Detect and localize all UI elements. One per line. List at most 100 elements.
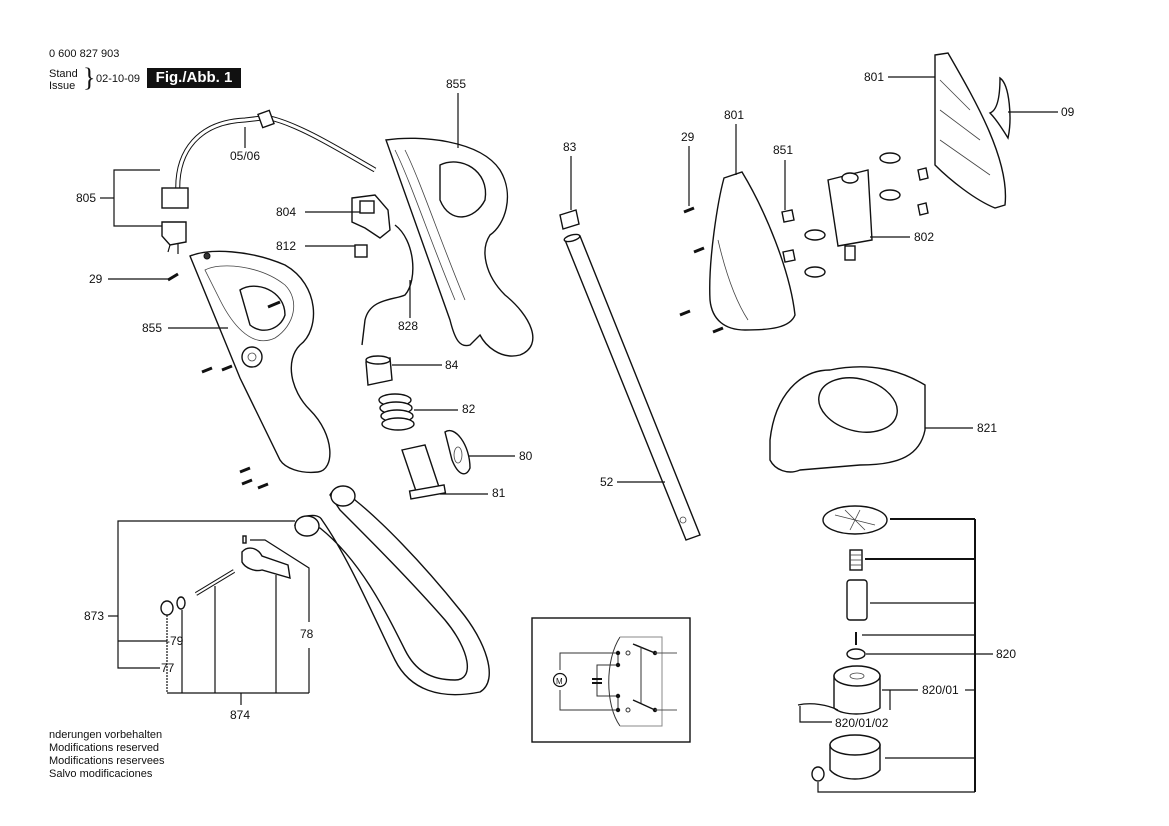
label-855-left: 855 — [142, 321, 228, 335]
tube-52[interactable] — [563, 233, 701, 541]
auxiliary-handle-78[interactable] — [293, 485, 490, 696]
button-80[interactable] — [444, 429, 471, 475]
bolt-874[interactable] — [194, 569, 236, 596]
svg-text:52: 52 — [600, 475, 614, 489]
svg-text:873: 873 — [84, 609, 104, 623]
svg-text:801: 801 — [864, 70, 884, 84]
label-820-01: 820/01 — [922, 683, 959, 697]
spool-sleeve[interactable] — [846, 579, 868, 621]
svg-text:77: 77 — [161, 661, 175, 675]
svg-text:-79: -79 — [166, 634, 184, 648]
svg-text:84: 84 — [445, 358, 459, 372]
svg-text:821: 821 — [977, 421, 997, 435]
label-851: 851 — [773, 143, 793, 210]
label-83: 83 — [563, 140, 577, 210]
deflector-09[interactable] — [988, 76, 1011, 140]
svg-text:812: 812 — [276, 239, 296, 253]
label-828: 828 — [398, 280, 418, 333]
modifications-notice: nderungen vorbehalten Modifications rese… — [49, 729, 165, 781]
notice-line-es: Salvo modificaciones — [49, 768, 153, 780]
nut-77[interactable] — [160, 600, 174, 616]
label-812: 812 — [276, 239, 355, 253]
spool-bolt[interactable] — [846, 632, 866, 660]
svg-text:82: 82 — [462, 402, 476, 416]
label-855-top: 855 — [446, 77, 466, 148]
spool-820-01[interactable] — [797, 665, 881, 715]
svg-text:820/01: 820/01 — [922, 683, 959, 697]
switch-part[interactable] — [351, 194, 414, 346]
housing-half-right[interactable] — [385, 137, 534, 357]
label-820: 820 — [996, 647, 1016, 661]
label-79: -79 — [166, 634, 184, 648]
label-82: 82 — [414, 402, 476, 416]
brace-symbol: } — [83, 63, 96, 92]
svg-text:83: 83 — [563, 140, 577, 154]
label-81: 81 — [440, 486, 506, 500]
label-821: 821 — [925, 421, 997, 435]
clamp-lever[interactable] — [241, 535, 291, 579]
wiring-schematic — [531, 617, 691, 743]
stand-issue-label: Stand Issue — [49, 68, 78, 92]
svg-text:81: 81 — [492, 486, 506, 500]
label-805: 805 — [76, 169, 162, 227]
motor-housing-shell-801[interactable] — [709, 171, 796, 331]
motor-symbol-label: M — [556, 677, 563, 686]
svg-text:874: 874 — [230, 708, 250, 722]
svg-text:855: 855 — [446, 77, 466, 91]
notice-line-fr: Modifications reservees — [49, 755, 165, 767]
svg-text:29: 29 — [681, 130, 695, 144]
label-801-right: 801 — [864, 70, 935, 84]
label-820-01-02: 820/01/02 — [835, 716, 889, 730]
spool-plate[interactable] — [822, 505, 888, 535]
label-84: 84 — [392, 358, 459, 372]
label-874: 874 — [230, 708, 250, 722]
spool-knob[interactable] — [811, 766, 825, 782]
housing-half-left[interactable] — [189, 250, 331, 474]
label-801-left: 801 — [724, 108, 744, 175]
svg-text:820: 820 — [996, 647, 1016, 661]
svg-text:851: 851 — [773, 143, 793, 157]
washer-79[interactable] — [176, 596, 186, 610]
svg-text:09: 09 — [1061, 105, 1075, 119]
svg-text:802: 802 — [914, 230, 934, 244]
svg-text:78: 78 — [300, 627, 314, 641]
holder-81[interactable] — [401, 444, 447, 500]
screws-29-right[interactable] — [679, 206, 724, 334]
label-05-06: 05/06 — [230, 127, 260, 163]
sleeve-84[interactable] — [365, 355, 393, 386]
cap-83[interactable] — [559, 209, 580, 230]
power-cable-part[interactable] — [161, 109, 377, 254]
svg-text:828: 828 — [398, 319, 418, 333]
stand-label: Stand — [49, 68, 78, 80]
figure-label: Fig./Abb. 1 — [147, 68, 241, 88]
label-09: 09 — [1008, 105, 1075, 119]
issue-label: Issue — [49, 80, 76, 92]
document-number: 0 600 827 903 — [49, 48, 120, 60]
spool-bracket-lines — [799, 518, 993, 793]
motor-housing-back-801[interactable] — [934, 52, 1007, 209]
svg-text:29: 29 — [89, 272, 103, 286]
motor-802[interactable] — [827, 169, 873, 261]
svg-text:05/06: 05/06 — [230, 149, 260, 163]
notice-line-en: Modifications reserved — [49, 742, 160, 754]
svg-text:801: 801 — [724, 108, 744, 122]
svg-text:820/01/02: 820/01/02 — [835, 716, 889, 730]
spring-82[interactable] — [378, 393, 415, 431]
kit-bracket-lines — [108, 520, 310, 705]
notice-line-de: nderungen vorbehalten — [49, 729, 163, 741]
svg-text:804: 804 — [276, 205, 296, 219]
svg-text:855: 855 — [142, 321, 162, 335]
label-52: 52 — [600, 475, 665, 489]
spool-cap[interactable] — [829, 734, 881, 780]
spool-spring[interactable] — [849, 549, 863, 571]
label-78: 78 — [300, 627, 314, 641]
label-804: 804 — [276, 205, 360, 219]
label-80: 80 — [468, 449, 533, 463]
label-29-left: 29 — [89, 272, 168, 286]
label-77: 77 — [161, 661, 175, 675]
guard-821[interactable] — [769, 366, 926, 473]
screws-29-left[interactable] — [167, 272, 281, 490]
label-29-right: 29 — [681, 130, 695, 206]
dampers-851[interactable] — [781, 152, 929, 278]
